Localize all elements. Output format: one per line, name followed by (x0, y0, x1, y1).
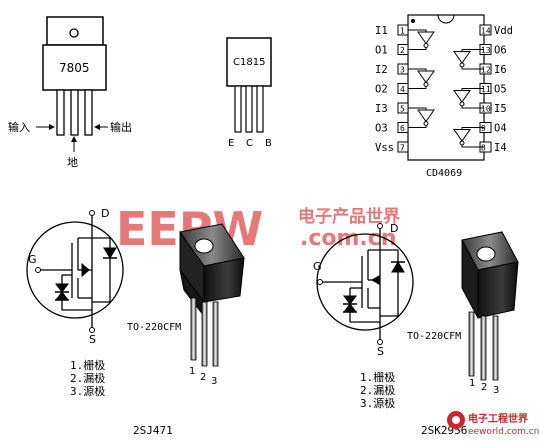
cd4069-right-pin-number: 13 (481, 46, 491, 55)
mosfet-right-legend-gate: 1.栅极 (360, 370, 395, 384)
cd4069-inverter-wire (408, 47, 427, 50)
cd4069-right-pin-label: Vdd (494, 25, 513, 37)
cd4069-left-pin-label: O1 (375, 45, 388, 57)
c1815-part-label: C1815 (233, 57, 265, 68)
mosfet-right-gate-label: G (313, 260, 322, 273)
cd4069-left-pin-label: I1 (375, 25, 388, 37)
cd4069-inverter-bubble (459, 140, 465, 146)
reg7805-input-label: 输入 (8, 120, 30, 134)
eeworld-logo: 电子工程世界 eeworld.com.cn (447, 411, 539, 437)
cd4069-left-pin-number: 7 (400, 144, 405, 153)
mosfet-left-pin-3: 3 (211, 376, 217, 387)
cd4069-inverter-wire (461, 88, 484, 91)
cd4069-inverter-wire (408, 86, 427, 89)
cd4069-left-pin-number: 2 (400, 46, 405, 55)
cd4069-right-pin-number: 11 (481, 85, 491, 94)
cd4069-inverter-wire (408, 107, 427, 110)
cd4069-inverter-wire (461, 49, 484, 52)
cd4069-right-pin-label: O5 (494, 84, 507, 96)
cd4069-inverter-wire (461, 67, 484, 70)
c1815-pin-b: B (265, 138, 272, 149)
cd4069-right-pin-label: O6 (494, 45, 507, 57)
reg7805-part-label: 7805 (59, 61, 90, 75)
mosfet-right-pin-1: 1 (469, 378, 475, 389)
cd4069-left-pin-label: I2 (375, 64, 388, 76)
cd4069-inverter-wire (408, 125, 427, 128)
cd4069-right-pin-label: O4 (494, 123, 507, 135)
mosfet-left-schematic (26, 215, 124, 330)
eeworld-logo-cn: 电子工程世界 (468, 412, 528, 425)
mosfet-right-source-label: S (377, 345, 384, 358)
mosfet-right-diodes (317, 223, 405, 345)
mosfet-right-legend-source: 3.源极 (360, 396, 395, 410)
reg7805-drawing (36, 16, 108, 152)
mosfet-right-legend-drain: 2.漏极 (360, 383, 395, 397)
cd4069-chip (407, 14, 485, 161)
cd4069-inverter-wire (461, 145, 484, 148)
cd4069-inverter-bubble (459, 62, 465, 68)
cd4069-left-pin-number: 3 (400, 66, 405, 75)
cd4069-right-pin-box (479, 24, 492, 36)
mosfet-left-part-label: 2SJ471 (133, 424, 173, 437)
cd4069-left-pin-box (397, 141, 409, 153)
cd4069-inverter-gates (408, 29, 484, 148)
cd4069-left-pin-number: 6 (400, 124, 405, 133)
cd4069-inverter-wire (408, 68, 427, 71)
cd4069-left-pin-label: I3 (375, 103, 388, 115)
mosfet-left-legend-gate: 1.栅极 (70, 358, 105, 372)
c1815-drawing (226, 37, 272, 133)
mosfet-left-diodes (35, 210, 117, 333)
mosfet-left-pin-1: 1 (189, 366, 195, 377)
cd4069-right-pin-label: I4 (494, 142, 507, 154)
watermark-url: .com.cn (300, 226, 397, 251)
cd4069-left-pin-label: Vss (375, 142, 394, 154)
cd4069-part-label: CD4069 (426, 168, 462, 179)
eeworld-logo-url: eeworld.com.cn (468, 427, 539, 437)
cd4069-right-pin-number: 14 (481, 27, 491, 36)
cd4069-right-pin-number: 8 (481, 144, 486, 153)
cd4069-inverter-wire (408, 29, 427, 32)
cd4069-right-pin-number: 10 (481, 105, 491, 114)
cd4069-inverter-bubble (459, 101, 465, 107)
cd4069-left-pin-number: 1 (400, 27, 405, 36)
cd4069-right-pin-number: 9 (481, 124, 486, 133)
mosfet-left-drain-label: D (101, 207, 109, 220)
mosfet-left-package (179, 223, 245, 367)
mosfet-right-drain-label: D (390, 222, 398, 235)
mosfet-left-package-label: TO-220CFM (127, 322, 181, 333)
cd4069-right-pin-label: I6 (494, 64, 507, 76)
mosfet-left-legend-source: 3.源极 (70, 384, 105, 398)
eepw-watermark: EEPW 电子产品世界 .com.cn (116, 202, 400, 256)
cd4069-right-pin-number: 12 (481, 66, 491, 75)
cd4069-left-pin-label: O2 (375, 84, 388, 96)
mosfet-left-source-label: S (89, 333, 96, 346)
reg7805-ground-label: 地 (67, 156, 78, 169)
cd4069-inverter-bubble (423, 43, 429, 48)
mosfet-left-legend-drain: 2.漏极 (70, 371, 105, 385)
c1815-pin-c: C (246, 138, 253, 149)
cd4069-right-pin-label: I5 (494, 103, 507, 115)
mosfet-left-gate-label: G (28, 253, 37, 266)
reg7805-output-label: 输出 (110, 120, 132, 134)
cd4069-inverter-wire (461, 106, 484, 109)
watermark-cn: 电子产品世界 (298, 206, 400, 227)
cd4069-inverter-bubble (423, 82, 429, 87)
mosfet-right-package-label: TO-220CFM (407, 331, 461, 342)
cd4069-inverter-wire (461, 127, 484, 130)
cd4069-left-pin-number: 4 (400, 85, 405, 94)
cd4069-left-pin-label: O3 (375, 123, 388, 135)
c1815-pin-e: E (228, 138, 234, 149)
mosfet-right-package (461, 231, 519, 381)
mosfet-right-pin-2: 2 (481, 382, 487, 393)
cd4069-left-pin-number: 5 (400, 105, 405, 114)
mosfet-left-pin-2: 2 (200, 372, 206, 383)
mosfet-right-pin-3: 3 (493, 385, 499, 396)
cd4069-inverter-bubble (423, 121, 429, 126)
